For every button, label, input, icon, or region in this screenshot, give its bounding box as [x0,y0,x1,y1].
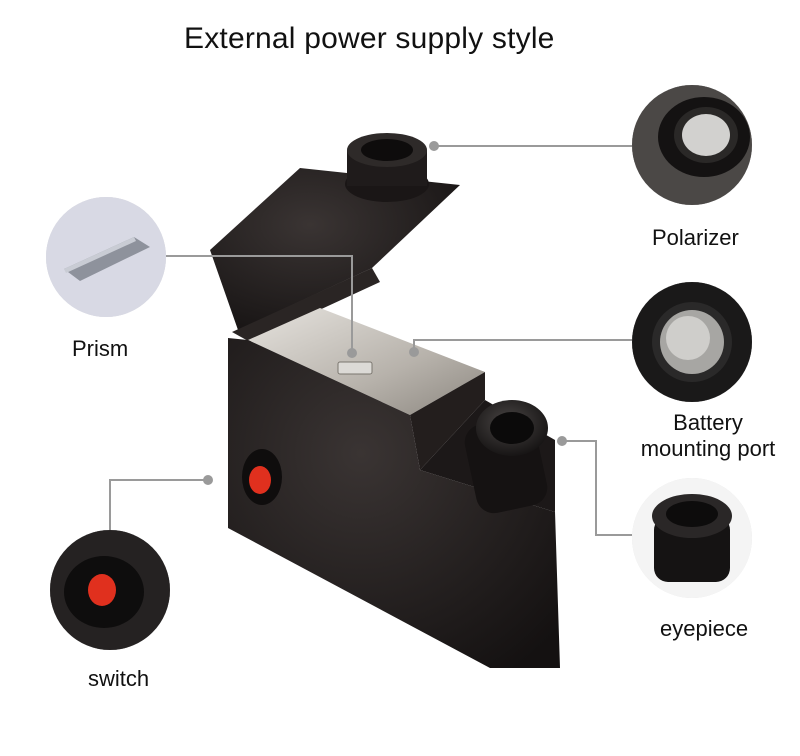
leader-dots [203,141,567,485]
battery-label-line2: mounting port [640,436,776,461]
battery-detail-image [632,282,752,402]
switch-label: switch [88,666,150,691]
prism-detail-image [46,197,166,317]
eyepiece-label: eyepiece [660,616,749,641]
polarizer-label: Polarizer [652,225,739,250]
eyepiece-detail-image [632,478,752,598]
page-title: External power supply style [184,22,555,55]
battery-label: Battery mounting port [618,410,798,462]
lid [210,133,460,342]
polarizer-detail-image [632,85,752,205]
switch-detail-image [50,530,170,650]
side-eyepiece [464,400,548,514]
prism-label: Prism [72,336,129,361]
battery-label-line1: Battery [673,410,743,435]
prism [337,361,373,375]
switch-button [249,466,271,494]
